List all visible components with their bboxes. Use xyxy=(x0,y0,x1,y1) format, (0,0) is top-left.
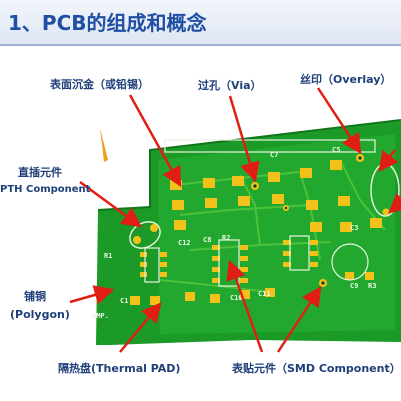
silk-c9: C9 xyxy=(350,282,358,290)
ic-outlines xyxy=(144,139,376,287)
silk-c8: C8 xyxy=(203,236,211,244)
callout-arrows xyxy=(69,87,401,353)
silk-c5: C5 xyxy=(332,146,340,154)
label-polygon-en: (Polygon) xyxy=(10,308,70,321)
silk-c12: C12 xyxy=(178,239,191,247)
silk-amp: AMP. xyxy=(92,312,109,320)
decor-flame-icon xyxy=(100,128,108,162)
crystal-component xyxy=(331,243,369,281)
page-title: 1、PCB的组成和概念 xyxy=(8,11,207,35)
silk-c11: C11 xyxy=(258,290,271,298)
silk-c3: C3 xyxy=(350,224,358,232)
label-polygon-cn: 铺铜 xyxy=(24,290,46,303)
silk-r1: R1 xyxy=(104,252,112,260)
label-pth-cn: 直插元件 xyxy=(18,166,62,179)
label-thermal-pad: 隔热盘(Thermal PAD) xyxy=(58,362,181,375)
label-pth-en: PTH Component xyxy=(0,184,91,195)
label-surface-finish: 表面沉金（或铅锡） xyxy=(50,78,149,91)
silk-c1: C1 xyxy=(120,297,128,305)
label-overlay: 丝印（Overlay） xyxy=(300,73,392,86)
smd-pads xyxy=(130,160,382,305)
via-holes xyxy=(251,154,364,287)
silk-r3: R3 xyxy=(368,282,376,290)
silk-r2: R2 xyxy=(222,234,230,242)
silk-c7: C7 xyxy=(270,151,278,159)
label-via: 过孔（Via） xyxy=(198,79,262,92)
label-smd: 表贴元件（SMD Component） xyxy=(232,362,401,375)
title-bar: 1、PCB的组成和概念 xyxy=(0,0,401,46)
silk-c10: C10 xyxy=(230,294,243,302)
